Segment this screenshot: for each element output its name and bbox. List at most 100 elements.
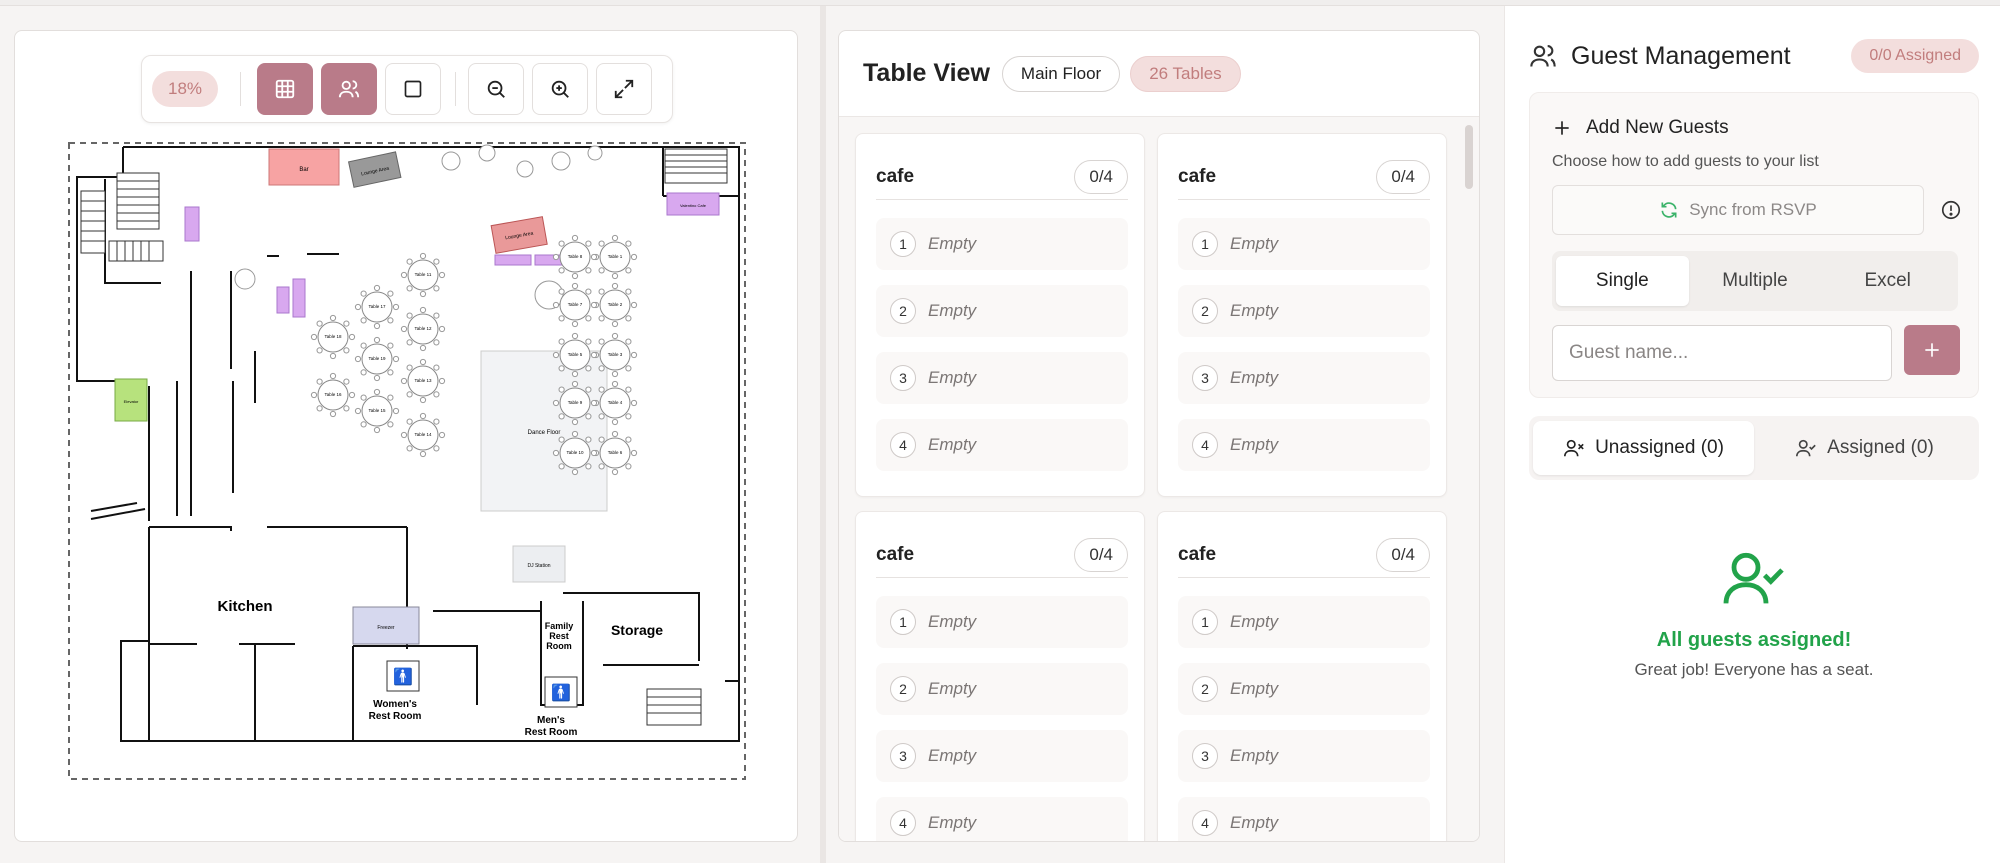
chair <box>558 386 565 393</box>
chair <box>590 301 598 309</box>
elevator-area[interactable] <box>114 378 148 422</box>
lounge-area-1[interactable] <box>347 151 402 188</box>
mode-single[interactable]: Single <box>1556 256 1689 306</box>
freezer-area[interactable] <box>352 606 420 645</box>
round-table[interactable]: Table 15 <box>354 388 400 434</box>
add-guests-heading: Add New Guests <box>1552 117 1729 139</box>
bar-area[interactable] <box>268 148 340 186</box>
chair <box>406 445 413 452</box>
chair <box>611 282 619 290</box>
chair <box>316 320 323 327</box>
chair <box>590 351 598 359</box>
round-table[interactable]: Table 16 <box>310 372 356 418</box>
mode-excel[interactable]: Excel <box>1864 270 1911 291</box>
seat-number: 1 <box>890 231 916 257</box>
round-table[interactable]: Table 17 <box>354 284 400 330</box>
sync-rsvp-button[interactable]: Sync from RSVP <box>1552 185 1924 235</box>
lounge-area-2[interactable] <box>490 216 548 254</box>
round-table[interactable]: Table 11 <box>400 252 446 298</box>
dance-floor[interactable] <box>480 350 608 512</box>
chair <box>625 240 632 247</box>
round-table[interactable]: Table 5 <box>552 332 598 378</box>
guest-name-input[interactable] <box>1552 325 1892 381</box>
round-table[interactable]: Table 2 <box>592 282 638 328</box>
guests-view-button[interactable] <box>321 63 377 115</box>
chair <box>598 413 605 420</box>
chair <box>406 418 413 425</box>
grid-view-button[interactable] <box>257 63 313 115</box>
round-table[interactable]: Table 14 <box>400 412 446 458</box>
toolbar-separator <box>455 72 456 106</box>
round-table[interactable]: Table 19 <box>354 336 400 382</box>
scrollbar[interactable] <box>1465 125 1473 189</box>
table-top <box>599 241 631 273</box>
table-top <box>407 313 439 345</box>
purple-item-4[interactable] <box>494 254 532 266</box>
tab-unassigned[interactable]: Unassigned (0) <box>1533 421 1754 475</box>
freezer-label: Freezer <box>377 625 395 631</box>
info-icon[interactable] <box>1940 199 1962 221</box>
round-table[interactable]: Table 8 <box>552 234 598 280</box>
round-table[interactable]: Table 4 <box>592 380 638 426</box>
chair <box>387 317 394 324</box>
seat-count-badge: 0/4 <box>1376 159 1430 194</box>
chair <box>373 284 381 292</box>
seat-number: 4 <box>1192 810 1218 836</box>
mode-multiple[interactable]: Multiple <box>1722 270 1788 291</box>
seat-label: Empty <box>1230 679 1279 698</box>
zoom-in-button[interactable] <box>532 63 588 115</box>
select-box-button[interactable] <box>385 63 441 115</box>
table-label: Table 4 <box>608 400 623 405</box>
purple-item-2[interactable] <box>276 286 290 314</box>
cafe-area[interactable] <box>666 192 720 216</box>
round-table[interactable]: Table 6 <box>592 430 638 476</box>
round-table[interactable]: Table 3 <box>592 332 638 378</box>
floor-plan-canvas[interactable]: Bar Lounge Area Lounge Area Valentino Ca… <box>67 141 747 781</box>
round-table[interactable]: Table 18 <box>310 314 356 360</box>
purple-item-1[interactable] <box>184 206 200 242</box>
chair <box>630 351 638 359</box>
zoom-out-button[interactable] <box>468 63 524 115</box>
round-table[interactable]: Table 12 <box>400 306 446 352</box>
women-restroom-sign <box>386 660 420 692</box>
chair <box>392 355 400 363</box>
round-table[interactable]: Table 10 <box>552 430 598 476</box>
chair <box>585 338 592 345</box>
chair <box>343 347 350 354</box>
table-label: Table 6 <box>608 450 623 455</box>
add-guest-button[interactable] <box>1904 325 1960 375</box>
dj-station[interactable] <box>512 545 566 583</box>
purple-item-3[interactable] <box>292 278 306 318</box>
round-table[interactable]: Table 13 <box>400 358 446 404</box>
round-table[interactable]: Table 9 <box>552 380 598 426</box>
fullscreen-button[interactable] <box>596 63 652 115</box>
round-table[interactable]: Table 7 <box>552 282 598 328</box>
tab-assigned[interactable]: Assigned (0) <box>1754 421 1975 475</box>
round-table[interactable]: Table 1 <box>592 234 638 280</box>
tab-unassigned-label: Unassigned (0) <box>1595 437 1724 458</box>
panel-divider[interactable] <box>820 6 826 863</box>
floor-selector[interactable]: Main Floor <box>1001 55 1121 92</box>
